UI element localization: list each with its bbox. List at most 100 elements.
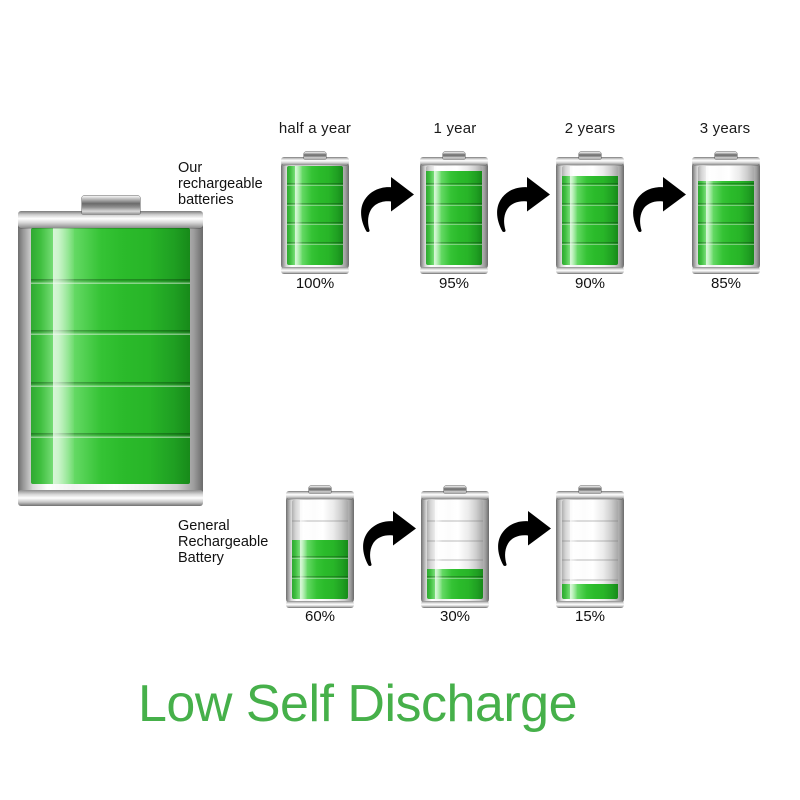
battery-cap-icon	[309, 486, 331, 493]
percent-label-95: 95%	[438, 275, 470, 292]
battery-cap-icon	[81, 196, 140, 214]
battery-85	[692, 152, 760, 274]
arrow-right-icon	[630, 172, 690, 234]
battery-segment-divider	[698, 242, 754, 246]
row-label-line: rechargeable	[178, 176, 263, 192]
battery-cap-icon	[715, 152, 737, 159]
row-label-line: Rechargeable	[178, 534, 269, 550]
battery-fill	[562, 584, 618, 599]
row-label-line: Battery	[178, 550, 224, 566]
row-label-line: batteries	[178, 192, 234, 208]
percent-label-30: 30%	[439, 608, 471, 625]
battery-fill	[287, 166, 343, 265]
battery-segment-divider	[287, 222, 343, 226]
arrow-right-icon	[358, 172, 418, 234]
battery-foot	[556, 601, 624, 608]
battery-30	[421, 486, 489, 608]
battery-well	[562, 500, 618, 599]
battery-segment-divider	[292, 556, 348, 560]
battery-segment-divider	[292, 576, 348, 580]
page-title: Low Self Discharge	[138, 675, 578, 733]
battery-collar	[421, 491, 489, 499]
battery-segment-divider	[287, 182, 343, 186]
battery-90	[556, 152, 624, 274]
battery-segment-divider	[698, 222, 754, 226]
battery-segment-divider	[31, 432, 190, 438]
battery-fill	[426, 170, 482, 265]
battery-segment-divider	[426, 202, 482, 206]
battery-foot	[420, 267, 488, 274]
battery-segment-divider	[698, 182, 754, 186]
battery-100	[281, 152, 349, 274]
battery-segment-divider	[31, 330, 190, 336]
battery-95	[420, 152, 488, 274]
row-label-our-batteries: Our rechargeable batteries	[178, 160, 288, 208]
battery-fill	[31, 228, 190, 484]
time-label-half-a-year: half a year	[278, 120, 352, 137]
battery-segment-divider	[562, 519, 618, 522]
battery-foot	[692, 267, 760, 274]
battery-segment-divider	[562, 242, 618, 246]
battery-collar	[420, 157, 488, 165]
battery-segment-divider	[426, 242, 482, 246]
percent-label-90: 90%	[574, 275, 606, 292]
battery-collar	[692, 157, 760, 165]
battery-well	[31, 228, 190, 484]
time-label-2-years: 2 years	[564, 120, 616, 137]
battery-foot	[281, 267, 349, 274]
battery-cap-icon	[443, 152, 465, 159]
battery-foot	[18, 490, 203, 506]
battery-60	[286, 486, 354, 608]
battery-collar	[556, 491, 624, 499]
battery-segment-divider	[427, 519, 483, 522]
battery-collar	[18, 211, 203, 228]
row-label-line: Our	[178, 160, 203, 176]
battery-cap-icon	[304, 152, 326, 159]
battery-collar	[556, 157, 624, 165]
row-label-line: General	[178, 518, 230, 534]
arrow-right-icon	[494, 172, 554, 234]
battery-segment-divider	[426, 182, 482, 186]
battery-well	[427, 500, 483, 599]
battery-segment-divider	[698, 202, 754, 206]
percent-label-85: 85%	[710, 275, 742, 292]
battery-collar	[281, 157, 349, 165]
hero-battery	[18, 196, 203, 506]
battery-well	[562, 166, 618, 265]
battery-collar	[286, 491, 354, 499]
battery-segment-divider	[562, 222, 618, 226]
row-label-general-battery: General Rechargeable Battery	[178, 518, 293, 566]
battery-segment-divider	[562, 539, 618, 542]
time-label-3-years: 3 years	[699, 120, 751, 137]
battery-segment-divider	[292, 519, 348, 522]
battery-fill	[698, 180, 754, 265]
battery-segment-divider	[562, 182, 618, 186]
battery-segment-divider	[427, 576, 483, 580]
battery-well	[287, 166, 343, 265]
percent-label-100: 100%	[295, 275, 335, 292]
battery-cap-icon	[444, 486, 466, 493]
battery-cap-icon	[579, 152, 601, 159]
battery-foot	[286, 601, 354, 608]
battery-well	[698, 166, 754, 265]
battery-well	[292, 500, 348, 599]
battery-segment-divider	[427, 559, 483, 562]
battery-segment-divider	[562, 579, 618, 582]
arrow-right-icon	[360, 506, 420, 568]
battery-fill	[562, 175, 618, 265]
percent-label-15: 15%	[574, 608, 606, 625]
battery-segment-divider	[562, 559, 618, 562]
battery-foot	[421, 601, 489, 608]
battery-segment-divider	[31, 381, 190, 387]
arrow-right-icon	[495, 506, 555, 568]
battery-segment-divider	[426, 222, 482, 226]
battery-cap-icon	[579, 486, 601, 493]
percent-label-60: 60%	[304, 608, 336, 625]
time-label-1-year: 1 year	[433, 120, 477, 137]
battery-fill	[427, 569, 483, 599]
battery-foot	[556, 267, 624, 274]
battery-segment-divider	[562, 202, 618, 206]
battery-segment-divider	[31, 279, 190, 285]
battery-fill	[292, 539, 348, 599]
